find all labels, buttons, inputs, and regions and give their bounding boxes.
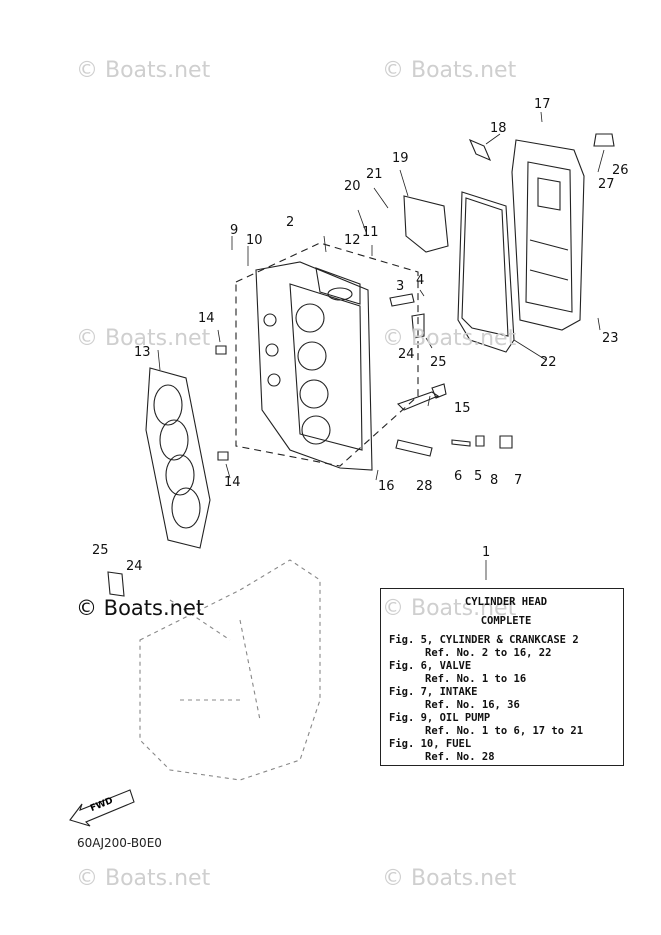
legend-title: CYLINDER HEAD xyxy=(464,596,548,608)
dowel-pin xyxy=(215,345,227,355)
callout-15: 15 xyxy=(454,401,471,416)
bolt xyxy=(451,439,471,447)
watermark: © Boats.net xyxy=(382,58,517,83)
callout-17: 17 xyxy=(534,97,551,112)
leader-lines xyxy=(157,111,605,580)
watermark: © Boats.net xyxy=(382,866,517,891)
callout-11: 11 xyxy=(362,225,379,240)
watermark: © Boats.net xyxy=(76,866,211,891)
callout-23: 23 xyxy=(602,331,619,346)
callout-16: 16 xyxy=(378,479,395,494)
cover-gasket xyxy=(457,191,515,353)
callout-14: 14 xyxy=(198,311,215,326)
watermark: © Boats.net xyxy=(76,326,211,351)
legend-line: Ref. No. 16, 36 xyxy=(425,699,520,711)
callout-10: 10 xyxy=(246,233,263,248)
callout-12: 12 xyxy=(344,233,361,248)
callout-1: 1 xyxy=(482,545,491,560)
legend-line: Fig. 7, INTAKE xyxy=(389,686,478,698)
plug xyxy=(499,435,513,449)
dowel-pin xyxy=(217,451,229,461)
callout-13: 13 xyxy=(134,345,151,360)
legend-line: Fig. 6, VALVE xyxy=(389,660,472,672)
legend-line: Fig. 9, OIL PUMP xyxy=(389,712,491,724)
legend-line: Fig. 10, FUEL xyxy=(389,738,472,750)
watermark: © Boats.net xyxy=(382,326,517,351)
callout-5: 5 xyxy=(474,469,483,484)
watermark: © Boats.net xyxy=(76,596,205,620)
cylinder-head xyxy=(255,261,373,471)
legend-line: Fig. 5, CYLINDER & CRANKCASE 2 xyxy=(389,634,579,646)
engine-block-outline xyxy=(139,559,321,781)
callout-28: 28 xyxy=(416,479,433,494)
head-gasket xyxy=(145,367,211,549)
callout-8: 8 xyxy=(490,473,499,488)
fwd-arrow xyxy=(69,789,135,827)
callout-19: 19 xyxy=(392,151,409,166)
watermark: © Boats.net xyxy=(382,596,517,621)
legend-line: Ref. No. 28 xyxy=(425,751,495,763)
legend-line: Ref. No. 1 to 16 xyxy=(425,673,527,685)
bracket xyxy=(411,313,425,339)
legend-subtitle: COMPLETE xyxy=(480,615,532,627)
callout-24b: 24 xyxy=(126,559,143,574)
diagram-code: 60AJ200-B0E0 xyxy=(77,836,162,850)
spark-plug xyxy=(395,439,433,457)
callout-21: 21 xyxy=(366,167,383,182)
callout-25: 25 xyxy=(430,355,447,370)
callout-7: 7 xyxy=(514,473,523,488)
watermark: © Boats.net xyxy=(76,58,211,83)
legend-line: Ref. No. 1 to 6, 17 to 21 xyxy=(425,725,584,737)
callout-9: 9 xyxy=(230,223,239,238)
bracket xyxy=(107,571,125,597)
callout-4: 4 xyxy=(416,273,425,288)
legend-line: Ref. No. 2 to 16, 22 xyxy=(425,647,552,659)
callout-18: 18 xyxy=(490,121,507,136)
bushing xyxy=(475,435,485,447)
head-bolt xyxy=(396,383,447,411)
callout-26: 26 xyxy=(612,163,629,178)
group-outline xyxy=(235,242,419,467)
callout-3: 3 xyxy=(396,279,405,294)
cylinder-head-cover xyxy=(511,139,585,331)
reference-legend: CYLINDER HEAD COMPLETE Fig. 5, CYLINDER … xyxy=(380,588,624,766)
callout-6: 6 xyxy=(454,469,463,484)
oil-filler-cap xyxy=(593,133,615,147)
callout-27: 27 xyxy=(598,177,615,192)
callout-22: 22 xyxy=(540,355,557,370)
callout-14b: 14 xyxy=(224,475,241,490)
callout-2: 2 xyxy=(286,215,295,230)
collar xyxy=(468,138,492,162)
callout-20: 20 xyxy=(344,179,361,194)
cover-plate xyxy=(403,195,449,253)
shaft xyxy=(389,293,415,307)
callout-24: 24 xyxy=(398,347,415,362)
callout-25b: 25 xyxy=(92,543,109,558)
